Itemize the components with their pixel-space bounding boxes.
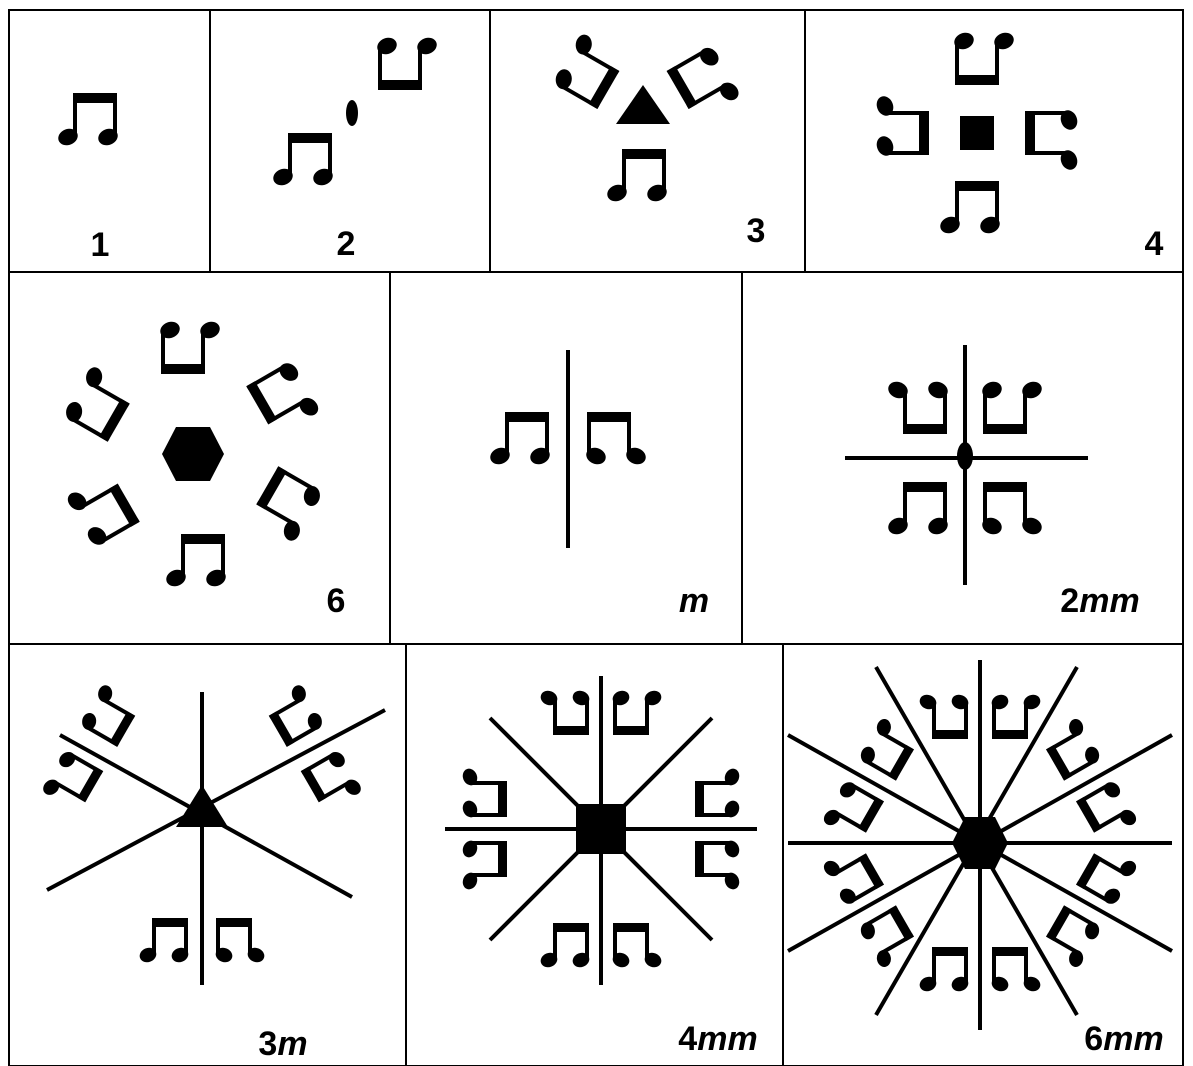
note-motif <box>980 482 1045 537</box>
note-motif <box>460 766 507 819</box>
note-motif <box>695 838 742 891</box>
note-motif <box>605 149 670 204</box>
cell-label: 2 <box>337 225 356 263</box>
note-motif <box>610 923 663 970</box>
note-motif <box>917 692 970 739</box>
note-motif <box>164 534 229 589</box>
note-motif <box>213 918 266 965</box>
note-motif <box>1025 108 1080 173</box>
note-motif <box>1039 714 1106 783</box>
cell-6mm: 6mm <box>788 660 1172 1058</box>
three-fold-axis <box>176 785 228 827</box>
cell-1: 1 <box>56 93 121 264</box>
note-motif <box>158 319 223 374</box>
note-motif <box>137 918 190 965</box>
note-motif <box>375 35 440 90</box>
note-motif <box>584 412 649 467</box>
cell-2mm: 2mm <box>845 345 1140 620</box>
note-motif <box>61 469 141 552</box>
six-fold-axis <box>952 817 1008 869</box>
note-motif <box>248 463 328 546</box>
cell-label: 4 <box>1145 225 1164 263</box>
six-fold-axis <box>162 427 224 481</box>
note-motif <box>58 361 138 444</box>
note-motif <box>548 28 628 111</box>
cell-label: 2mm <box>1060 582 1139 620</box>
note-motif <box>938 181 1003 236</box>
note-motif <box>76 680 143 749</box>
note-motif <box>271 133 336 188</box>
note-motif <box>56 93 121 148</box>
note-motif <box>980 379 1045 434</box>
note-motif <box>245 356 325 439</box>
note-motif <box>665 41 745 124</box>
cell-label: 4mm <box>678 1020 757 1058</box>
cell-label: 6 <box>327 582 346 620</box>
cell-label: 3 <box>747 212 766 250</box>
note-motif <box>886 379 951 434</box>
cell-3m: 3m <box>38 680 385 1063</box>
cell-4mm: 4mm <box>445 676 758 1058</box>
cell-label: 6mm <box>1084 1020 1163 1058</box>
cell-label: 3m <box>258 1025 307 1063</box>
two-fold-axis <box>346 100 358 126</box>
note-motif <box>886 482 951 537</box>
note-motif <box>952 30 1017 85</box>
note-motif <box>538 688 591 735</box>
note-motif <box>695 766 742 819</box>
four-fold-axis <box>576 804 626 854</box>
three-fold-axis <box>616 85 670 124</box>
note-motif <box>538 923 591 970</box>
note-motif <box>610 688 663 735</box>
note-motif <box>989 692 1042 739</box>
note-motif <box>854 903 921 972</box>
note-motif <box>300 746 367 815</box>
note-motif <box>1039 903 1106 972</box>
cell-label: m <box>679 582 709 620</box>
note-motif <box>460 838 507 891</box>
cell-m: m <box>488 350 709 620</box>
note-motif <box>488 412 553 467</box>
cell-label: 1 <box>91 226 110 264</box>
cell-3: 3 <box>548 28 766 250</box>
cell-4: 4 <box>874 30 1164 263</box>
note-motif <box>989 947 1042 994</box>
cell-6: 6 <box>58 319 345 620</box>
cell-2: 2 <box>271 35 440 263</box>
note-motif <box>262 680 329 749</box>
four-fold-axis <box>960 116 994 150</box>
note-motif <box>917 947 970 994</box>
two-fold-axis <box>957 442 973 470</box>
note-motif <box>874 94 929 159</box>
